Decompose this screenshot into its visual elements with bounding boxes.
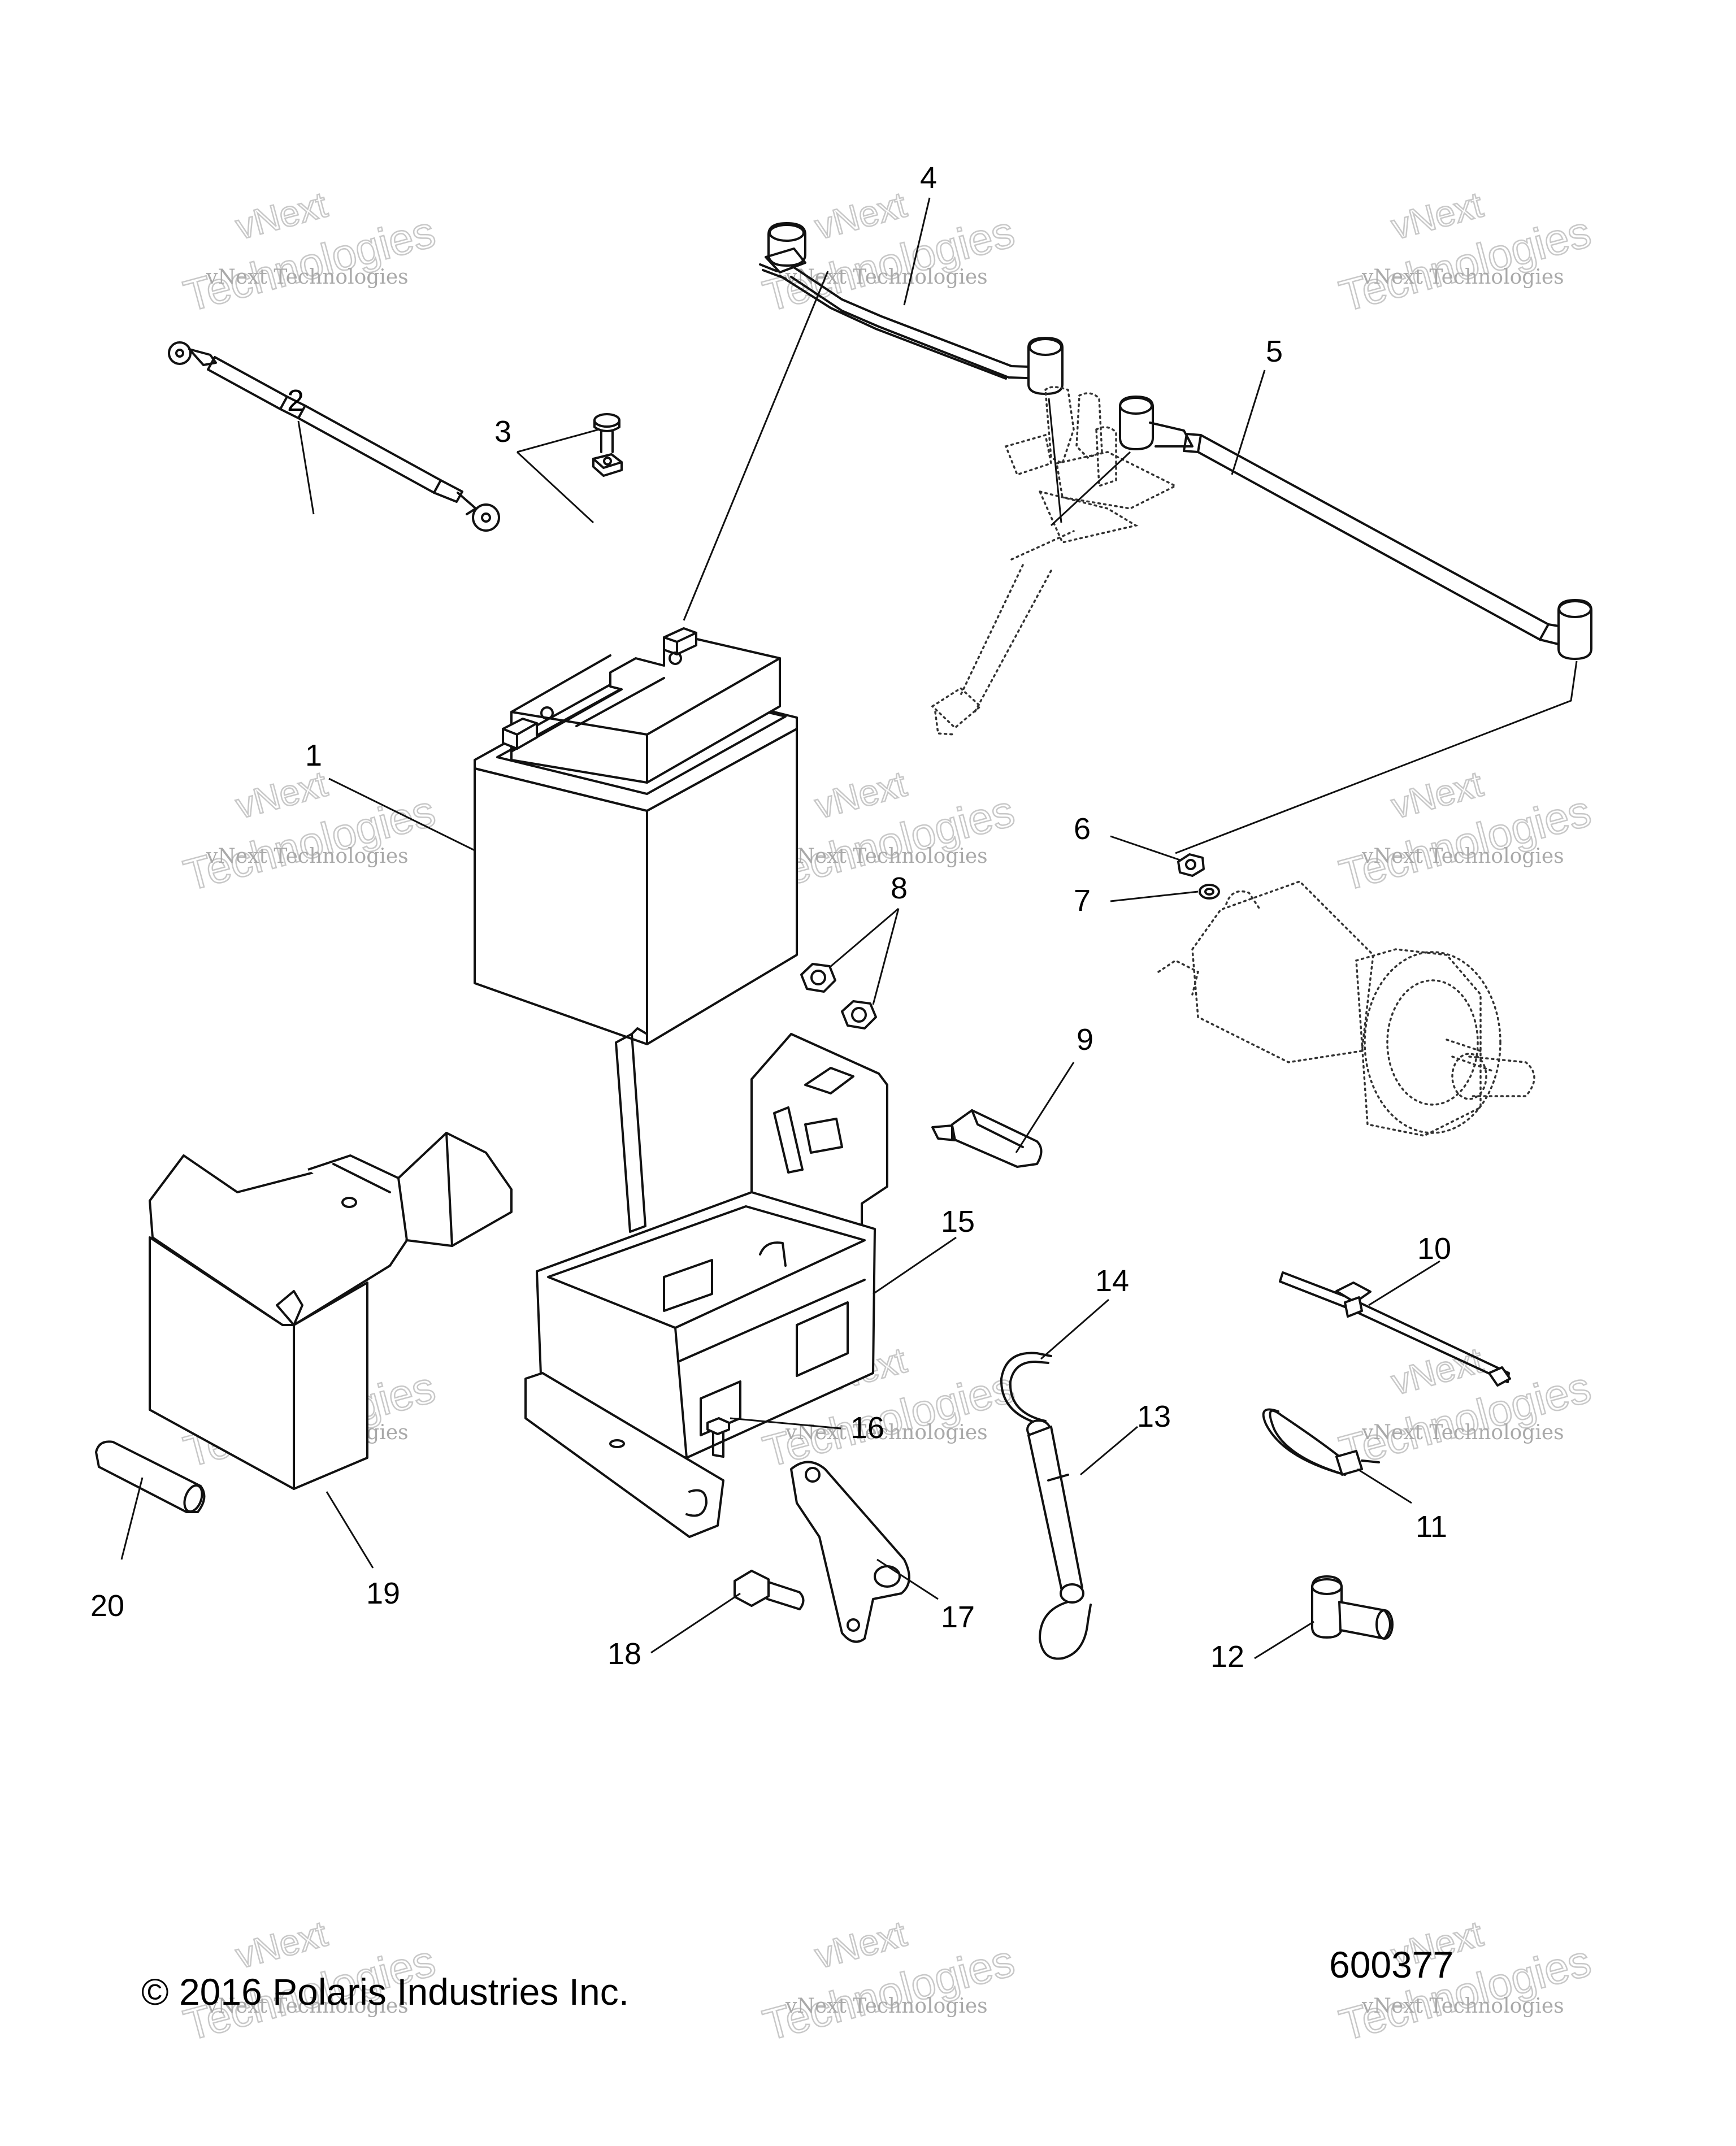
watermark-text: vNext Technologies xyxy=(206,266,409,289)
leader-lines xyxy=(120,197,1578,1660)
copyright-text: © 2016 Polaris Industries Inc. xyxy=(141,1971,629,2013)
part-14-hook xyxy=(1000,1352,1052,1425)
part-10-cable-tie xyxy=(1279,1271,1511,1387)
callout-16: 16 xyxy=(850,1411,884,1445)
callout-13: 13 xyxy=(1137,1400,1171,1433)
callout-4: 4 xyxy=(920,161,937,195)
part-5-cable xyxy=(1119,396,1592,660)
watermark-text: vNext Technologies xyxy=(1361,1995,1564,2018)
part-18-bolt xyxy=(734,1570,805,1610)
part-4-cable-harness xyxy=(759,222,1064,395)
part-11-clamp xyxy=(1262,1408,1380,1476)
callout-15: 15 xyxy=(941,1205,975,1239)
callout-9: 9 xyxy=(1077,1023,1093,1057)
solenoid-reference xyxy=(931,386,1178,736)
watermark-text: vNext Technologies xyxy=(785,266,988,289)
part-3-screw-nut xyxy=(592,413,623,477)
callout-5: 5 xyxy=(1266,335,1283,368)
callout-11: 11 xyxy=(1416,1510,1447,1544)
part-7-washer xyxy=(1199,884,1220,900)
footer: © 2016 Polaris Industries Inc. 600377 xyxy=(141,1944,1453,2013)
part-2-cable xyxy=(168,341,500,532)
figure-number: 600377 xyxy=(1329,1944,1453,1986)
part-12-boot xyxy=(1311,1575,1394,1640)
callout-18: 18 xyxy=(607,1637,641,1671)
callout-labels: 1 2 3 4 5 6 7 8 9 10 11 12 13 14 15 16 1… xyxy=(90,161,1451,1674)
callout-14: 14 xyxy=(1095,1264,1129,1298)
part-1-battery xyxy=(474,627,798,1045)
callout-1: 1 xyxy=(305,738,322,772)
watermark: Technologies vNext vNext Technologies xyxy=(178,762,441,901)
watermark-text: vNext Technologies xyxy=(1361,266,1564,289)
part-8-nuts xyxy=(800,963,877,1029)
watermark: Technologies vNext vNext Technologies xyxy=(757,1912,1020,2051)
part-16-screw xyxy=(706,1417,730,1458)
watermark-text: vNext Technologies xyxy=(206,1995,409,2018)
callout-12: 12 xyxy=(1210,1640,1244,1674)
watermark: Technologies vNext vNext Technologies xyxy=(1334,183,1596,322)
callout-20: 20 xyxy=(90,1589,124,1623)
callout-8: 8 xyxy=(891,871,908,905)
watermark-text: vNext Technologies xyxy=(785,1995,988,2018)
callout-17: 17 xyxy=(941,1600,975,1634)
watermark-text: vNext Technologies xyxy=(785,1421,988,1444)
part-15-battery-box xyxy=(524,1027,888,1538)
callout-10: 10 xyxy=(1417,1232,1451,1266)
callout-19: 19 xyxy=(366,1576,400,1610)
callout-6: 6 xyxy=(1074,812,1091,846)
part-13-strap xyxy=(1026,1419,1092,1660)
callout-3: 3 xyxy=(494,415,511,449)
starter-motor-reference xyxy=(1157,880,1535,1137)
watermark-text: vNext Technologies xyxy=(785,845,988,868)
part-19-cover xyxy=(149,1132,513,1490)
part-9-fuse xyxy=(931,1109,1043,1168)
watermark: Technologies vNext vNext Technologies xyxy=(1334,1339,1596,1477)
part-17-bracket xyxy=(790,1461,910,1643)
part-20-tube xyxy=(95,1440,206,1513)
callout-7: 7 xyxy=(1074,884,1091,918)
part-6-nut xyxy=(1177,853,1205,877)
watermark: Technologies vNext vNext Technologies xyxy=(178,183,441,322)
watermark-text: vNext Technologies xyxy=(1361,1421,1564,1444)
watermark-text: vNext Technologies xyxy=(1361,845,1564,868)
callout-2: 2 xyxy=(287,384,304,418)
watermark: Technologies vNext vNext Technologies xyxy=(1334,762,1596,901)
watermark-text: vNext Technologies xyxy=(206,845,409,868)
